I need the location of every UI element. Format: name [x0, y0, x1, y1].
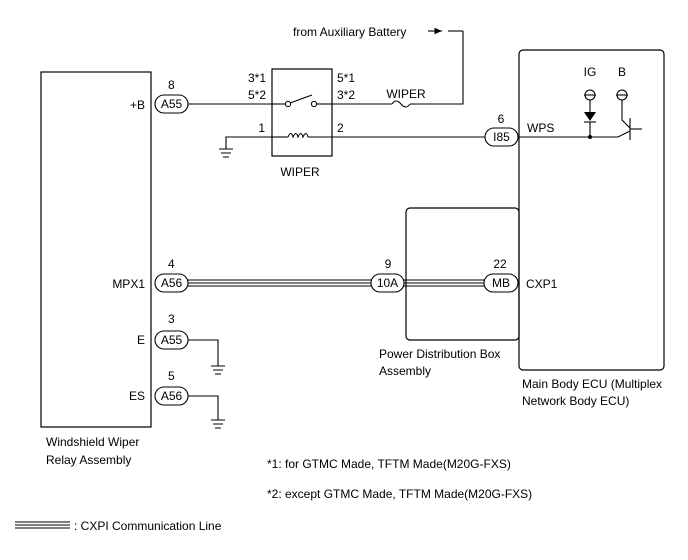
- ecu-input-ig: IG: [584, 65, 597, 79]
- pin-number-8: 8: [168, 78, 175, 92]
- relay-switch-in-pin-2: 5*2: [248, 88, 266, 102]
- ecu-input-b: B: [618, 65, 626, 79]
- wiper-relay-box: [271, 68, 333, 157]
- relay-assembly-name-line1: Windshield Wiper: [46, 435, 139, 449]
- cxpi-line-pdb-internal: [404, 279, 484, 287]
- ground-icon: [219, 148, 233, 158]
- ig-terminal-icon: [584, 89, 596, 101]
- ground-icon: [211, 365, 225, 375]
- power-distribution-box: [405, 207, 520, 341]
- ground-icon: [211, 419, 225, 429]
- wire-fuse-to-battery: [410, 31, 464, 105]
- connector-label: 10A: [377, 276, 398, 290]
- pin-number-6: 6: [498, 112, 505, 126]
- connector-label: MB: [492, 276, 510, 290]
- relay-switch-icon: [272, 94, 332, 108]
- wire-b: [621, 100, 631, 129]
- connector-i85-wps: I85: [484, 127, 519, 147]
- legend-cxpi-line-icon: [15, 521, 70, 529]
- fuse-icon: [391, 100, 411, 108]
- relay-coil-out-pin: 2: [337, 121, 344, 135]
- legend-label: : CXPI Communication Line: [74, 519, 222, 533]
- wire-e-ground: [188, 339, 219, 366]
- connector-a55-plus-b: A55: [154, 94, 189, 114]
- cxpi-line-assembly-to-pdb: [188, 279, 373, 287]
- relay-coil-in-pin: 1: [258, 121, 265, 135]
- relay-coil-icon: [272, 132, 332, 139]
- pin-number-9: 9: [385, 257, 392, 271]
- wiper-fuse-name: WIPER: [386, 87, 426, 101]
- connector-label: A55: [161, 97, 183, 111]
- connector-a55-e: A55: [154, 330, 189, 350]
- ecu-name-line2: Network Body ECU): [522, 394, 629, 408]
- pdb-name-line1: Power Distribution Box: [379, 347, 500, 361]
- relay-assembly-name-line2: Relay Assembly: [46, 453, 131, 467]
- relay-assembly-box: [40, 71, 152, 428]
- connector-a56-es: A56: [154, 386, 189, 406]
- connector-mb: MB: [483, 273, 519, 293]
- connector-a56-mpx1: A56: [154, 273, 189, 293]
- connector-label: A56: [161, 389, 183, 403]
- note-2: *2: except GTMC Made, TFTM Made(M20G-FXS…: [267, 487, 532, 501]
- terminal-label-mpx1: MPX1: [112, 277, 145, 291]
- relay-switch-out-pin-1: 5*1: [337, 71, 355, 85]
- diode-icon: [584, 112, 596, 123]
- terminal-label-wps: WPS: [527, 121, 554, 135]
- ecu-name-line1: Main Body ECU (Multiplex: [522, 377, 662, 391]
- relay-switch-out-pin-2: 3*2: [337, 88, 355, 102]
- wire-es-ground: [188, 395, 219, 420]
- terminal-label-plus-b: +B: [130, 98, 145, 112]
- pdb-name-line2: Assembly: [379, 364, 431, 378]
- connector-label: A56: [161, 276, 183, 290]
- relay-switch-in-pin-1: 3*1: [248, 71, 266, 85]
- terminal-label-e: E: [137, 333, 145, 347]
- terminal-label-cxp1: CXP1: [526, 277, 558, 291]
- pin-number-5: 5: [168, 369, 175, 383]
- wire-wps-internal: [518, 130, 631, 138]
- wiper-relay-name: WIPER: [280, 165, 320, 179]
- terminal-label-es: ES: [129, 389, 145, 403]
- note-1: *1: for GTMC Made, TFTM Made(M20G-FXS): [267, 457, 511, 471]
- pin-number-4: 4: [168, 257, 175, 271]
- pin-number-3: 3: [168, 312, 175, 326]
- source-label: from Auxiliary Battery: [293, 25, 406, 39]
- wire-relay-coil-ground: [225, 136, 272, 149]
- pin-number-22: 22: [493, 257, 507, 271]
- connector-10a: 10A: [370, 273, 405, 293]
- transistor-icon: [629, 118, 642, 140]
- connector-label: A55: [161, 333, 183, 347]
- b-terminal-icon: [616, 89, 628, 101]
- connector-label: I85: [493, 130, 510, 144]
